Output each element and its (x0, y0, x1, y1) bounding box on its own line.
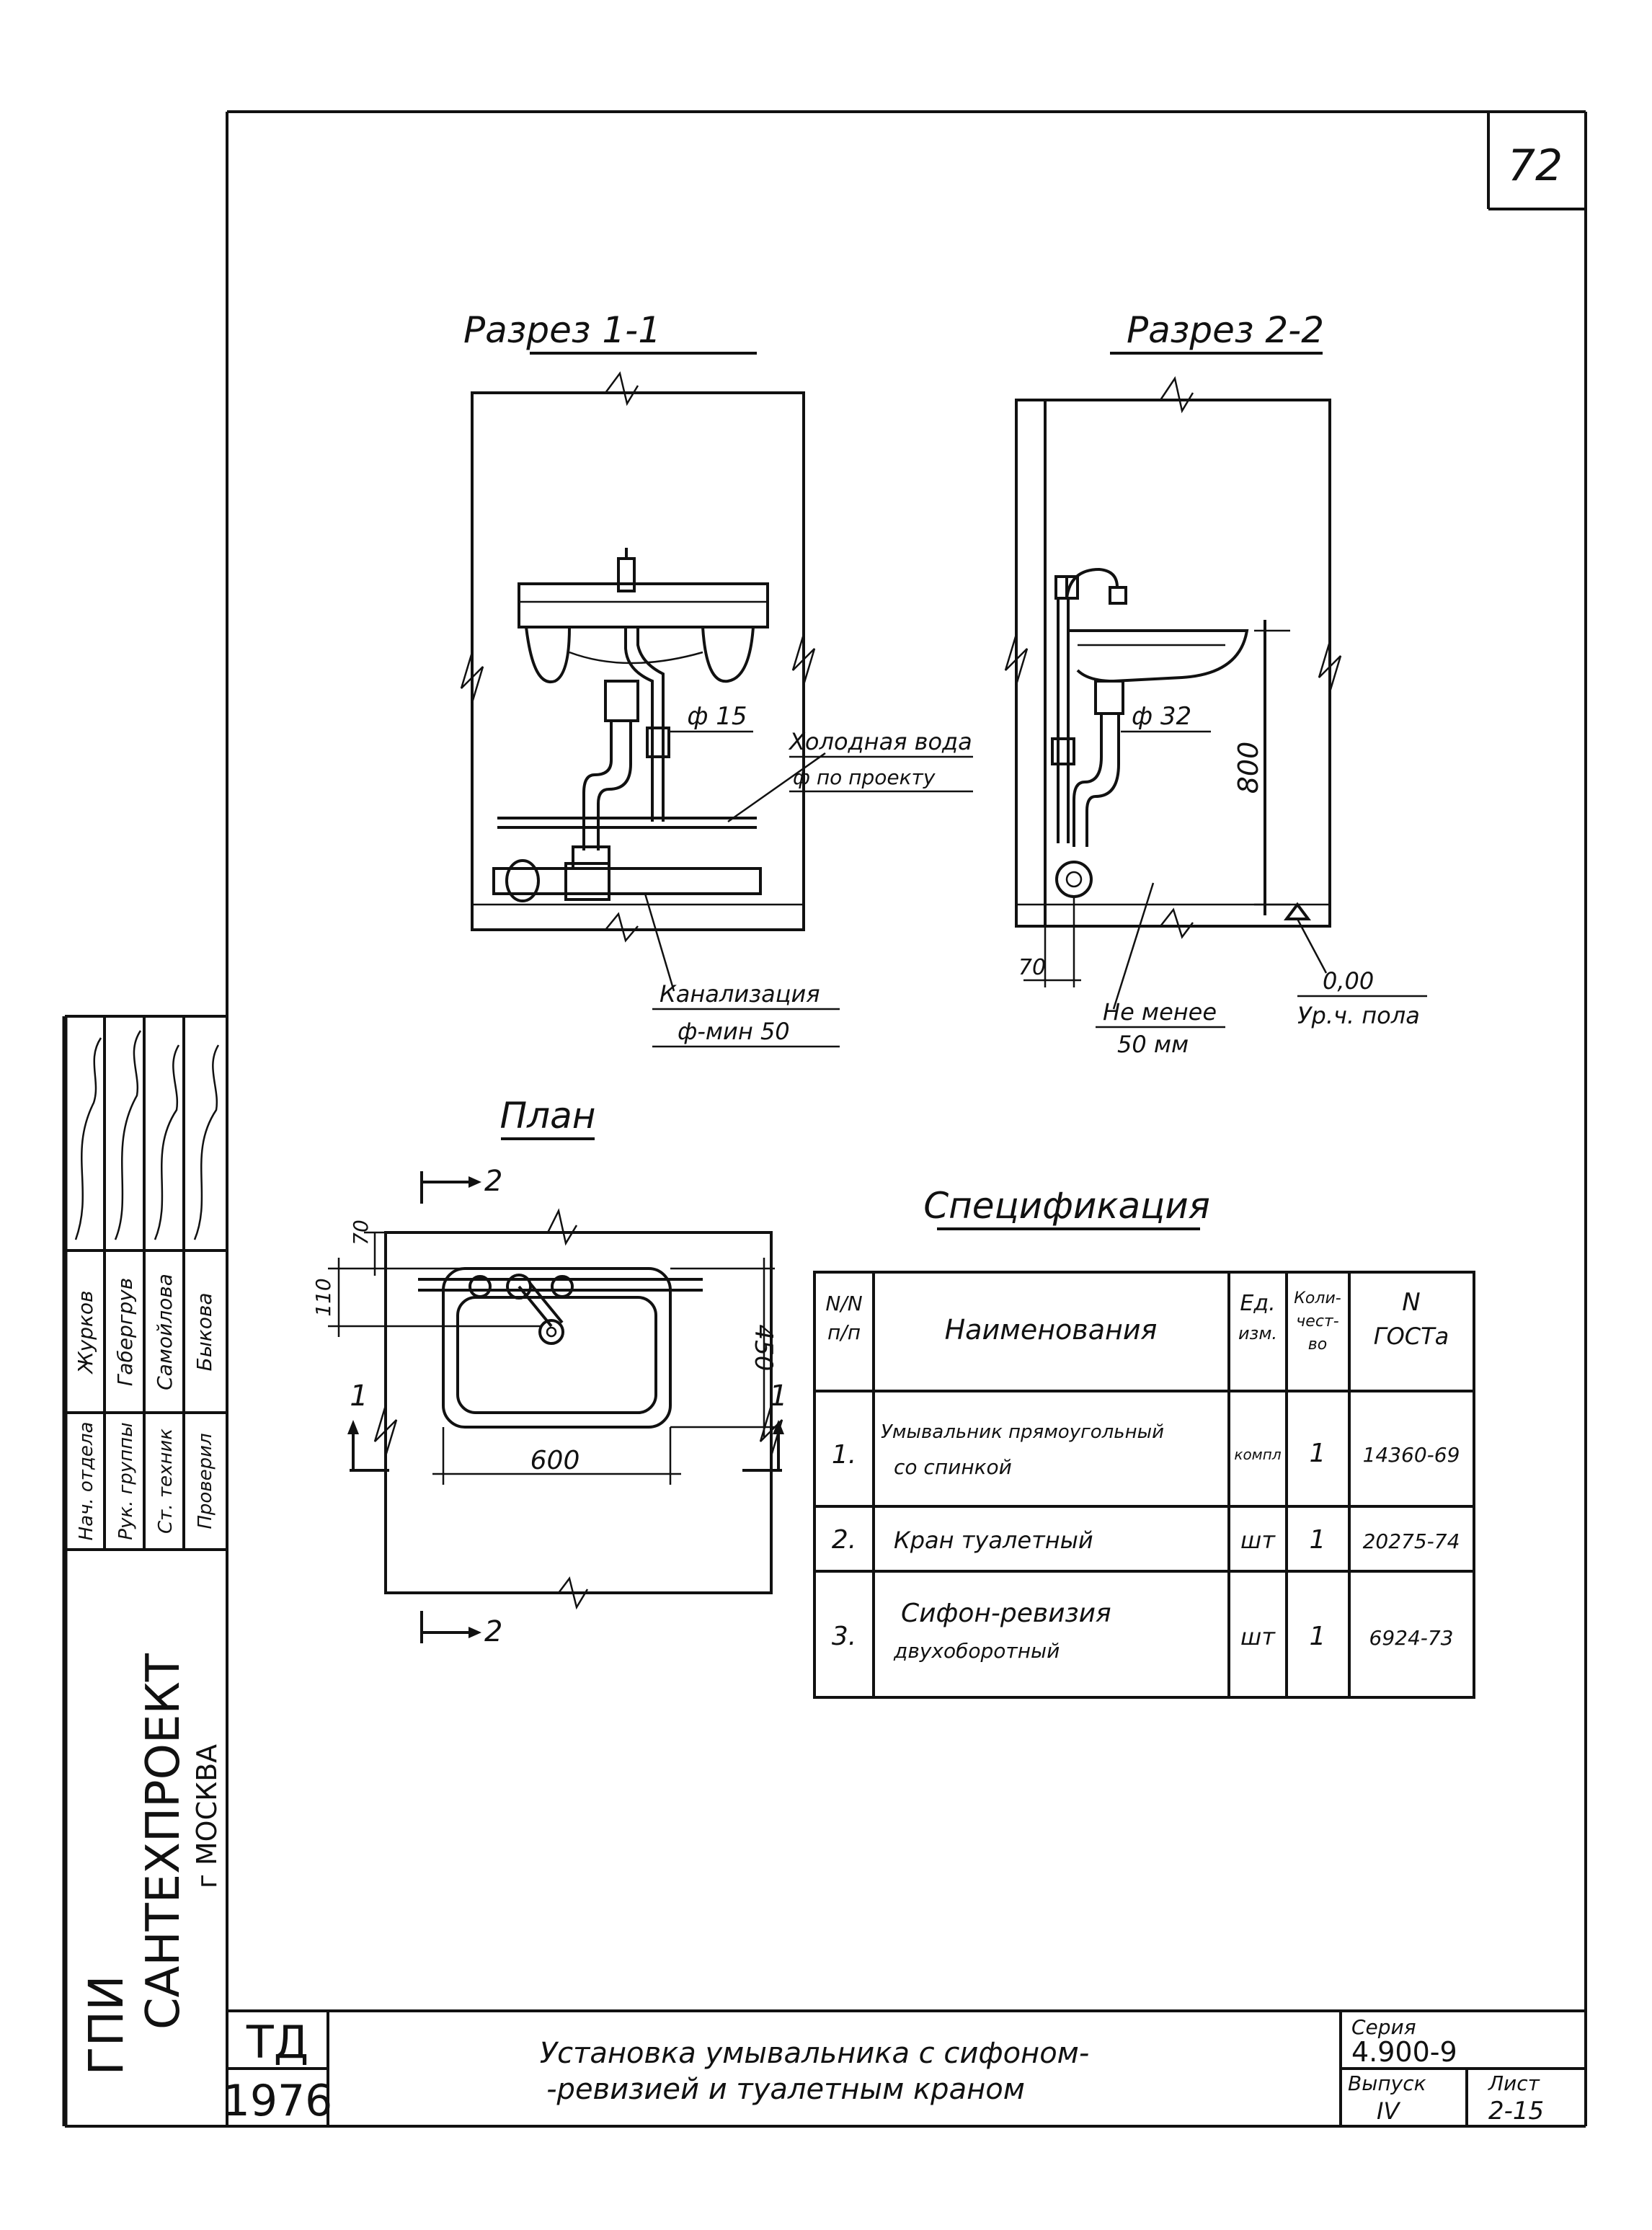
cut-mark-top: 2 (484, 1165, 502, 1198)
cut-mark-bottom: 2 (484, 1615, 502, 1648)
sheet-value: 2-15 (1488, 2097, 1544, 2125)
stamp-role-1: Нач. отдела (76, 1422, 97, 1541)
spec-row-1-qty: 1 (1310, 1439, 1326, 1468)
spec-header-qty-2: чест- (1296, 1312, 1338, 1331)
issue-label: Выпуск (1348, 2071, 1426, 2095)
clearance-value: 50 мм (1117, 1031, 1189, 1058)
spec-row-3-qty: 1 (1310, 1622, 1326, 1651)
dim-width-600: 600 (530, 1446, 580, 1475)
stamp-name-2: Габергрув (113, 1278, 137, 1387)
spec-header-num-2: п/п (827, 1320, 861, 1344)
title-block-td: ТД (246, 2016, 308, 2069)
plan-view: План (328, 1095, 784, 1643)
cold-water-note: ф по проекту (793, 765, 936, 789)
spec-row-3-gost: 6924-73 (1369, 1626, 1454, 1650)
spec-header-gost-1: N (1402, 1288, 1420, 1317)
stamp-name-1: Журков (74, 1290, 97, 1374)
series-label: Серия (1351, 2015, 1416, 2039)
series-value: 4.900-9 (1351, 2036, 1457, 2068)
dim-depth-450: 450 (749, 1325, 778, 1372)
title-line-1: Установка умывальника с сифоном- (540, 2037, 1090, 2070)
pipe-dia-15-label: ф 15 (687, 702, 747, 731)
section-1-1-title: Разрез 1-1 (463, 309, 661, 351)
siphon-dia-32-label: ф 32 (1132, 702, 1191, 731)
stamp-org-line2: САНТЕХПРОЕКТ (137, 1653, 190, 2030)
dim-70: 70 (349, 1220, 373, 1245)
sheet-number: 72 (1508, 141, 1563, 191)
dim-110: 110 (311, 1278, 335, 1316)
spec-row-1-name-1: Умывальник прямоугольный (881, 1421, 1164, 1443)
sheet-frame (65, 110, 1587, 2128)
title-block-year: 1976 (223, 2076, 333, 2126)
spec-header-unit-2: изм. (1238, 1323, 1277, 1343)
spec-row-3-num: 3. (832, 1622, 856, 1651)
cold-water-label: Холодная вода (788, 728, 972, 755)
spec-row-3-name-2: двухоборотный (893, 1639, 1060, 1663)
spec-table (813, 1271, 1475, 1699)
floor-level-label: Ур.ч. пола (1297, 1002, 1420, 1029)
offset-70-dim: 70 (1018, 955, 1046, 980)
spec-row-2-qty: 1 (1310, 1525, 1326, 1555)
floor-level-value: 0,00 (1323, 967, 1374, 995)
spec-header-qty-3: во (1308, 1336, 1327, 1354)
stamp-role-2: Рук. группы (115, 1422, 137, 1540)
title-line-2: -ревизией и туалетным краном (546, 2073, 1025, 2106)
spec-row-1-name-2: со спинкой (894, 1455, 1012, 1479)
spec-row-2-name: Кран туалетный (894, 1527, 1093, 1554)
spec-header-qty-1: Коли- (1294, 1289, 1341, 1307)
spec-row-2-unit: шт (1240, 1527, 1276, 1554)
spec-header-gost-2: ГОСТа (1374, 1323, 1449, 1350)
plan-title: План (500, 1095, 596, 1137)
spec-row-1-num: 1. (832, 1440, 856, 1470)
spec-row-3-unit: шт (1240, 1623, 1276, 1651)
cut-mark-left: 1 (350, 1380, 368, 1413)
side-stamp (62, 1015, 227, 2126)
stamp-role-3: Ст. техник (155, 1429, 177, 1534)
spec-header-num-1: N/N (825, 1292, 862, 1315)
spec-row-3-name-1: Сифон-ревизия (901, 1599, 1111, 1628)
spec-header-name: Наименования (945, 1314, 1158, 1346)
clearance-label: Не менее (1103, 998, 1217, 1026)
sewer-label: Канализация (660, 980, 820, 1008)
section-1-1: Разрез 1-1 (460, 309, 826, 992)
spec-row-1-gost: 14360-69 (1363, 1443, 1460, 1467)
stamp-org-line3: г МОСКВА (191, 1744, 223, 1888)
cut-mark-right: 1 (769, 1380, 787, 1413)
title-block (227, 2009, 1586, 2126)
stamp-name-3: Самойлова (153, 1274, 177, 1390)
stamp-role-4: Проверил (195, 1433, 216, 1529)
spec-row-2-gost: 20275-74 (1363, 1529, 1460, 1553)
spec-title: Спецификация (923, 1185, 1210, 1227)
height-800-dim: 800 (1233, 742, 1264, 794)
spec-row-2-num: 2. (832, 1525, 856, 1555)
section-2-2: Разрез 2-2 (1004, 309, 1342, 1010)
section-2-2-title: Разрез 2-2 (1127, 309, 1324, 351)
sheet-label: Лист (1488, 2071, 1540, 2095)
stamp-org-line1: ГПИ (79, 1975, 134, 2075)
issue-value: IV (1377, 2097, 1400, 2125)
stamp-name-4: Быкова (192, 1292, 216, 1371)
spec-header-unit-1: Ед. (1240, 1291, 1275, 1316)
spec-row-1-unit: компл (1234, 1446, 1281, 1463)
sewer-note: ф-мин 50 (678, 1018, 790, 1045)
